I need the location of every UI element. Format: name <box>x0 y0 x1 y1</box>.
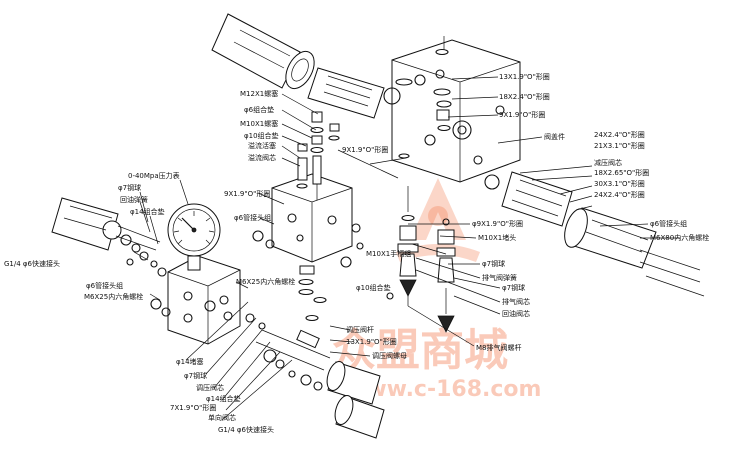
watermark-brand: 众盟商城 <box>332 325 508 376</box>
label-m4: φ7钢球 <box>482 259 505 268</box>
label-t9: φ6管接头组 <box>234 213 271 222</box>
left-small-parts <box>120 234 233 321</box>
pressure-gauge <box>167 203 221 271</box>
label-m1: φ9X1.9"O"形圈 <box>472 220 523 228</box>
label-r4: 阀盖件 <box>544 132 565 141</box>
label-b3: 调压阀螺母 <box>372 351 407 360</box>
label-t4: φ10组合垫 <box>244 131 279 140</box>
label-b4: φ14堵塞 <box>176 357 204 366</box>
labels-left: 0-40Mpa压力表 φ7钢球 回油弹簧 φ14组合垫 G1/4 φ6快速接头 … <box>4 171 180 301</box>
top-vertical-parts <box>395 36 452 132</box>
label-t5: 溢流活塞 <box>248 141 276 150</box>
labels-right-top: 13X1.9"O"形圈 18X2.4"O"形圈 9X1.9"O"形圈 阀盖件 2… <box>499 73 709 242</box>
top-pump-cylinder <box>211 13 401 119</box>
label-t3: M10X1螺塞 <box>240 119 278 128</box>
label-t6: 溢流阀芯 <box>248 153 276 162</box>
label-b2: 13X1.9"O"形圈 <box>346 338 397 346</box>
label-t1: M12X1螺塞 <box>240 89 278 98</box>
label-m7: M6X25内六角螺栓 <box>236 277 295 286</box>
label-b5: φ7钢球 <box>184 371 207 380</box>
labels-top-left: M12X1螺塞 φ6组合垫 M10X1螺塞 φ10组合垫 溢流活塞 溢流阀芯 9… <box>224 89 388 222</box>
label-r2: 18X2.4"O"形圈 <box>499 93 550 101</box>
label-l7: M6X25内六角螺栓 <box>84 292 143 301</box>
label-t2: φ6组合垫 <box>244 105 274 114</box>
label-m9: 排气阀芯 <box>502 297 530 306</box>
label-m8: φ7钢球 <box>502 283 525 292</box>
return-valve-stack <box>436 218 456 333</box>
label-b6: 调压阀芯 <box>196 383 224 392</box>
label-t7: 9X1.9"O"形圈 <box>342 146 388 154</box>
label-b7: φ14组合垫 <box>206 394 241 403</box>
label-r6: 21X3.1"O"形圈 <box>594 142 645 150</box>
label-l1: 0-40Mpa压力表 <box>128 171 180 180</box>
label-m5: 排气阀弹簧 <box>482 273 517 282</box>
label-l6: φ6管接头组 <box>86 281 123 290</box>
leader-lines <box>133 76 680 421</box>
label-b9: 单向阀芯 <box>208 413 236 422</box>
left-valve-block <box>167 255 241 345</box>
label-m6: φ10组合垫 <box>356 283 391 292</box>
label-m2: M10X1堵头 <box>478 233 516 242</box>
label-l3: 回油弹簧 <box>120 195 148 204</box>
label-b1: 调压阀杆 <box>346 325 374 334</box>
exhaust-valve-stack <box>397 153 419 306</box>
label-m10: 回油阀芯 <box>502 309 530 318</box>
label-m3: M10X1手柄组 <box>366 249 411 258</box>
label-r11: φ6管接头组 <box>650 219 687 228</box>
label-r9: 30X3.1"O"形圈 <box>594 180 645 188</box>
labels-middle: φ9X1.9"O"形圈 M10X1堵头 M10X1手柄组 φ7钢球 排气阀弹簧 … <box>236 220 530 352</box>
label-b10: G1/4 φ6快速接头 <box>218 425 274 434</box>
label-t8: 9X1.9"O"形圈 <box>224 190 270 198</box>
label-r10: 24X2.4"O"形圈 <box>594 191 645 199</box>
middle-valve-block <box>271 173 353 263</box>
right-pump-cylinder <box>484 171 705 297</box>
labels-bottom: 调压阀杆 13X1.9"O"形圈 调压阀螺母 φ14堵塞 φ7钢球 调压阀芯 φ… <box>170 325 407 434</box>
label-r7: 减压阀芯 <box>594 158 622 167</box>
label-l4: φ14组合垫 <box>130 207 165 216</box>
bottom-pump-cylinder <box>255 329 385 439</box>
label-b8: 7X1.9"O"形圈 <box>170 404 216 412</box>
bottom-small-parts <box>245 313 323 391</box>
label-r1: 13X1.9"O"形圈 <box>499 73 550 81</box>
relief-valve-stack <box>296 111 340 200</box>
label-l5: G1/4 φ6快速接头 <box>4 259 60 268</box>
label-r3: 9X1.9"O"形圈 <box>499 111 545 119</box>
label-r5: 24X2.4"O"形圈 <box>594 131 645 139</box>
label-r8: 18X2.65"O"形圈 <box>594 169 649 177</box>
left-pump-cylinder <box>51 197 161 251</box>
label-r12: M6X80内六角螺栓 <box>650 233 709 242</box>
label-l2: φ7钢球 <box>118 183 141 192</box>
middle-small-parts <box>252 223 394 322</box>
label-m11: M8排气阀螺杆 <box>476 343 522 352</box>
